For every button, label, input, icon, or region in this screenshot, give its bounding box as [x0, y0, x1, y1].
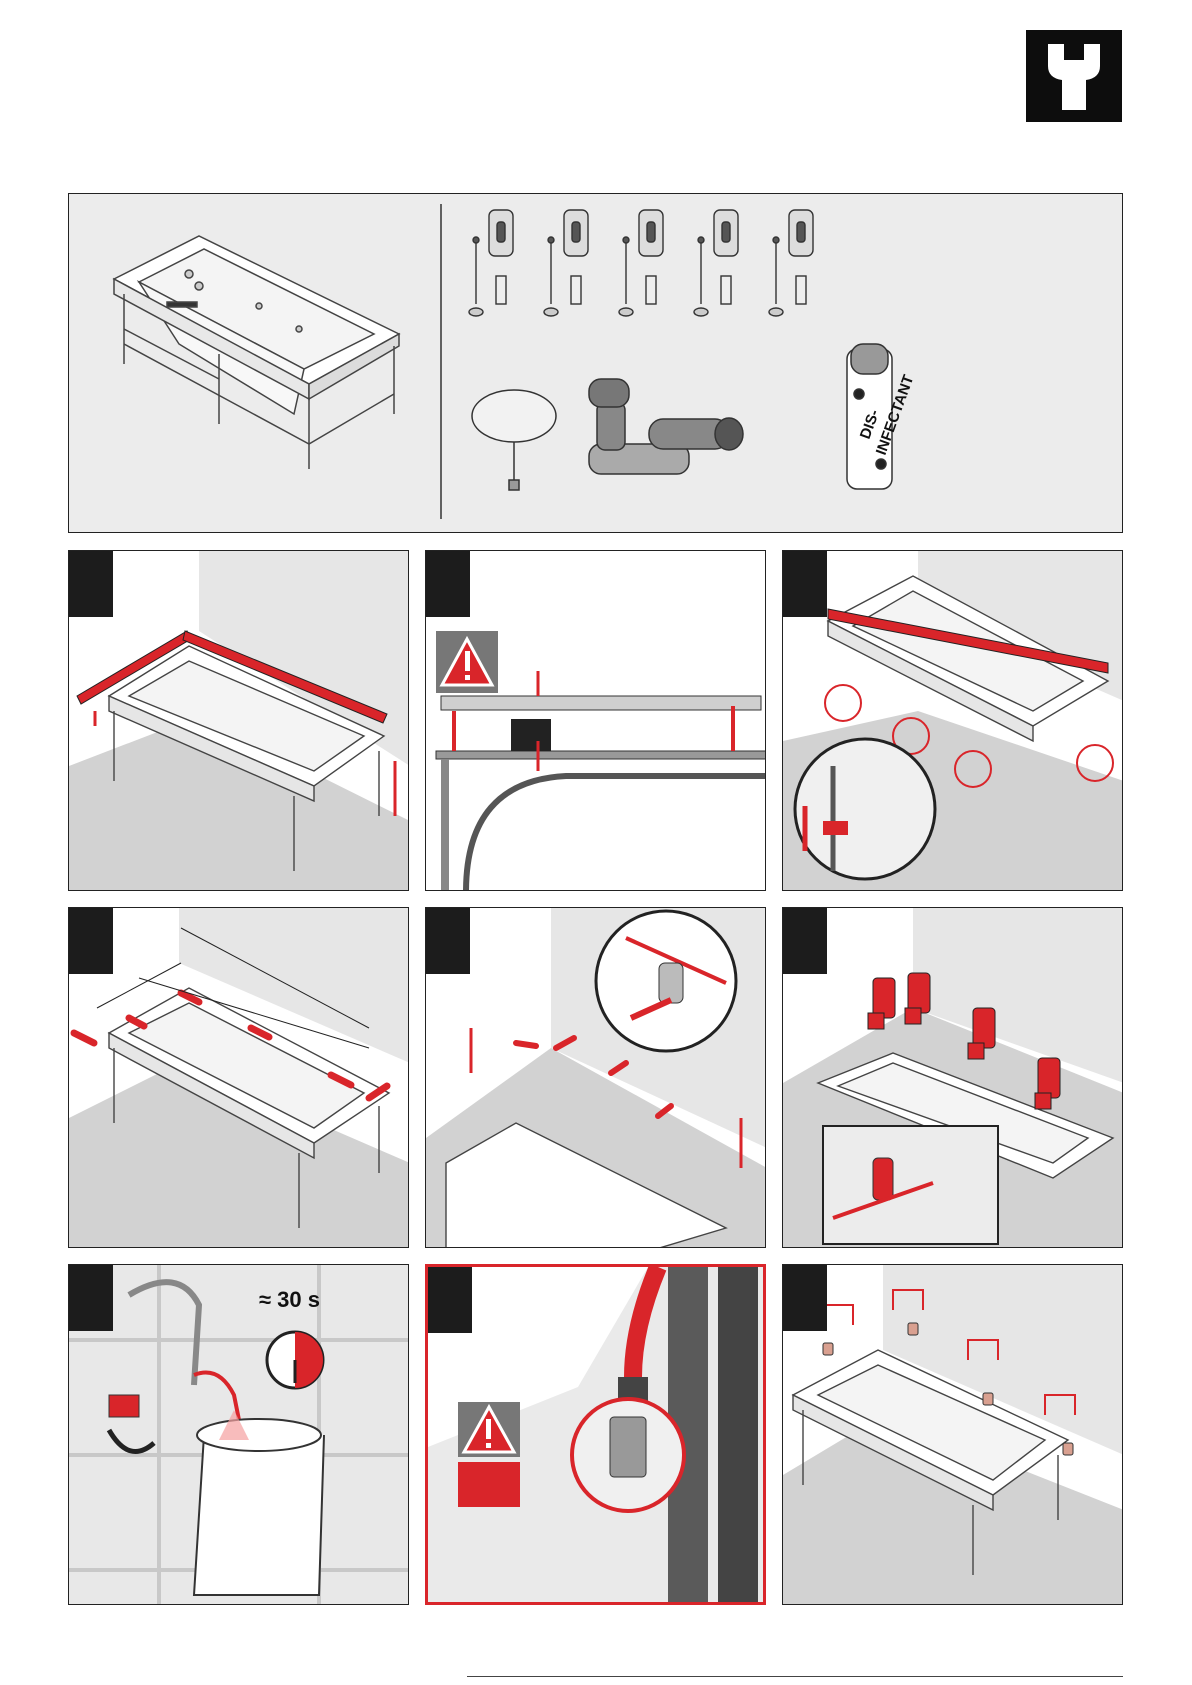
step-panel-5 [425, 907, 766, 1248]
step-tab [783, 551, 827, 617]
step-tab [783, 908, 827, 974]
fixing-kits [469, 210, 813, 316]
step-tab [428, 1267, 472, 1333]
footer-rule [467, 1676, 1123, 1677]
drain-plug-illustration [472, 390, 556, 490]
parts-overview-panel: DIS- INFECTANT [68, 193, 1123, 533]
step-panel-8 [425, 1264, 766, 1605]
step-tab [69, 551, 113, 617]
step-tab [426, 551, 470, 617]
step-panel-4 [68, 907, 409, 1248]
step-panel-1 [68, 550, 409, 891]
step-panel-3 [782, 550, 1123, 891]
step-tab [783, 1265, 827, 1331]
step-panel-9 [782, 1264, 1123, 1605]
siphon-illustration [589, 379, 743, 474]
step-panel-6 [782, 907, 1123, 1248]
step-tab [69, 1265, 113, 1331]
flush-time-label: ≈ 30 s [259, 1287, 320, 1313]
step-panel-7: ≈ 30 s [68, 1264, 409, 1605]
step-panel-2 [425, 550, 766, 891]
wrench-icon [1026, 30, 1122, 122]
step-tab [69, 908, 113, 974]
step-tab [426, 908, 470, 974]
bathtub-illustration [114, 236, 399, 469]
